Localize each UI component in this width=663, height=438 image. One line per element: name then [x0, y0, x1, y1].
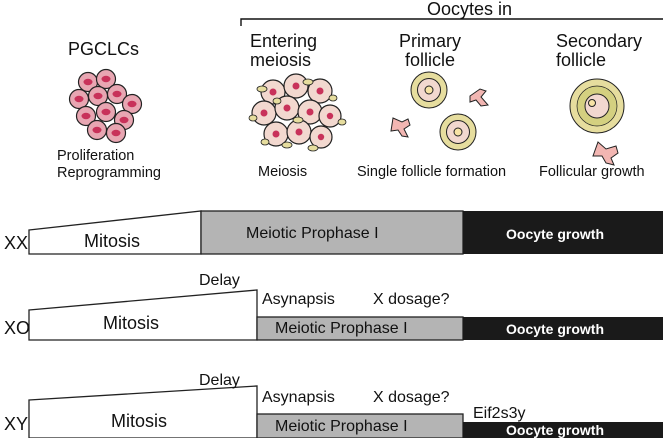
meiotic-oocyte-cluster [248, 73, 347, 152]
stage-title-line: follicle [404, 49, 456, 70]
xy-x-dosage-label: X dosage? [373, 389, 450, 406]
single-follicle-caption: Single follicle formation [357, 164, 507, 180]
xo-growth-bar [463, 317, 663, 340]
xy-growth-label: Oocyte growth [506, 422, 605, 438]
xo-prophase-label: Meiotic Prophase I [275, 320, 408, 337]
header-bracket [240, 18, 663, 26]
xy-growth-bar [463, 422, 663, 438]
pgclcs-caption: Proliferation Reprogramming [57, 148, 161, 183]
xo-delay-label: Delay [199, 272, 240, 289]
stage-title-line: meiosis [250, 49, 312, 70]
xx-prophase-bar [200, 210, 464, 255]
stage-title-line: Primary [399, 31, 461, 51]
caption-line: Proliferation [57, 148, 135, 164]
xx-growth-label: Oocyte growth [506, 226, 605, 242]
somatic-cell-3 [592, 141, 619, 166]
xy-gene-label: Eif2s3y [473, 405, 526, 422]
xy-prophase-bar [256, 413, 464, 438]
xx-growth-bar [463, 211, 663, 254]
somatic-cell-2 [390, 117, 411, 138]
xy-prophase-label: Meiotic Prophase I [275, 418, 408, 435]
pgclc-cell-cluster [68, 68, 143, 144]
secondary-follicle-title: Secondary follicle [556, 32, 642, 70]
xo-mitosis-label: Mitosis [103, 313, 160, 333]
meiosis-caption: Meiosis [258, 164, 308, 180]
xo-row-label: XO [4, 318, 31, 338]
xx-mitosis-label: Mitosis [84, 231, 141, 251]
stage-title-line: follicle [556, 49, 607, 70]
stage-title-line: Entering [250, 31, 318, 51]
primary-follicle-title: Primary follicle [399, 32, 461, 70]
xx-row-label: XX [4, 233, 29, 253]
stage-title-line: Secondary [556, 31, 643, 51]
secondary-follicle [569, 78, 625, 134]
oocytes-in-header: Oocytes in [427, 0, 513, 19]
xy-row-label: XY [4, 414, 29, 434]
xo-x-dosage-label: X dosage? [373, 291, 450, 308]
xy-delay-label: Delay [199, 372, 240, 389]
entering-meiosis-title: Entering meiosis [250, 32, 317, 70]
somatic-cell-1 [469, 88, 489, 107]
xy-asynapsis-label: Asynapsis [262, 389, 335, 406]
xo-growth-label: Oocyte growth [506, 321, 605, 337]
xo-asynapsis-label: Asynapsis [262, 291, 335, 308]
primary-follicle-top [410, 71, 448, 109]
pgclcs-title: PGCLCs [68, 39, 140, 59]
xx-prophase-label: Meiotic Prophase I [246, 225, 379, 242]
primary-follicle-bottom [439, 113, 477, 151]
caption-line: Reprogramming [57, 165, 161, 182]
xy-mitosis-bar [28, 385, 258, 438]
xy-mitosis-label: Mitosis [111, 411, 168, 431]
follicular-growth-caption: Follicular growth [539, 164, 645, 180]
